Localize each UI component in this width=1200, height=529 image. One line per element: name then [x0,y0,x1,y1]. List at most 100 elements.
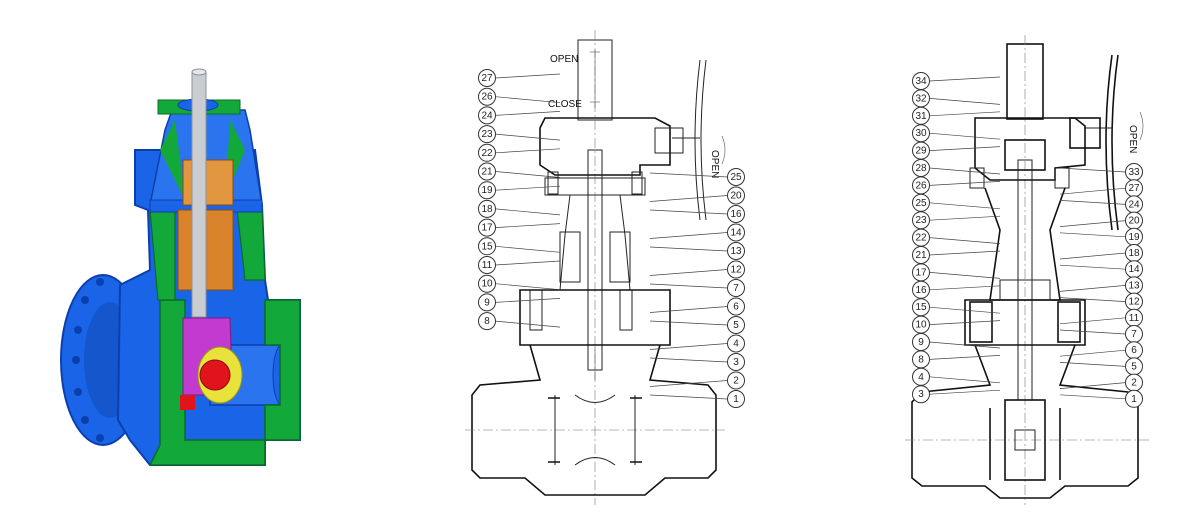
leader-line [929,285,1001,291]
callout-5: 5 [1059,357,1143,376]
open-rotated-label-a: OPEN [709,150,720,178]
callout-number: 26 [915,180,927,191]
callout-20: 20 [1059,211,1143,230]
callout-22: 22 [478,143,561,162]
callout-16: 16 [649,205,745,223]
callout-number: 3 [733,357,739,368]
callout-number: 26 [481,92,493,103]
callout-circle [478,69,496,87]
leader-line [649,195,728,202]
callout-circle [727,334,745,353]
callout-circle [727,223,745,242]
callout-9: 9 [478,293,561,312]
leader-line [929,341,1001,349]
leader-line [495,223,561,228]
callout-number: 1 [733,394,739,405]
leader-line [495,260,561,266]
callout-circle [478,143,496,162]
callout-number: 7 [1131,329,1137,340]
leader-line [929,355,1001,360]
leader-line [929,320,1001,325]
leader-line [495,298,561,303]
callout-circle [727,390,745,408]
leader-line [1059,317,1126,325]
callout-14: 14 [649,223,745,242]
callout-number: 25 [730,172,742,183]
leader-line [929,146,1001,151]
callout-circle [478,162,496,181]
callout-number: 13 [1128,280,1140,291]
callout-number: 2 [733,376,739,387]
callout-number: 16 [915,285,927,296]
callout-number: 6 [733,302,739,313]
callout-number: 10 [481,279,493,290]
callout-32: 32 [912,89,1001,108]
leader-line [649,320,728,326]
cutaway-valve [60,68,301,466]
callout-circle [478,312,496,331]
callout-17: 17 [478,218,561,237]
leader-line [929,272,1001,279]
callout-number: 15 [915,302,927,313]
callout-number: 33 [1128,167,1140,178]
leader-line [1059,187,1126,195]
callout-19: 19 [478,181,561,200]
callout-number: 17 [915,267,927,278]
callout-circle [478,181,496,200]
leader-line [495,185,561,191]
callout-4: 4 [912,367,1001,386]
leader-line [649,343,728,350]
callout-number: 5 [1131,361,1137,372]
leader-line [929,250,1001,256]
leader-line [1059,362,1126,367]
callout-number: 17 [481,223,493,234]
callout-2: 2 [649,371,745,390]
callout-number: 19 [481,185,493,196]
callout-5: 5 [649,316,745,334]
callout-number: 18 [1128,248,1140,259]
callout-21: 21 [912,246,1001,264]
leader-line [1059,329,1126,335]
callout-25: 25 [912,193,1001,212]
body-a [471,344,717,496]
callout-circle [727,297,745,316]
callout-number: 24 [481,110,493,121]
callout-8: 8 [478,312,561,331]
callout-circle [1125,389,1143,408]
leader-line [929,237,1001,244]
callout-19: 19 [1059,227,1143,246]
open-rotated-label-b: OPEN [1127,125,1138,153]
callout-number: 10 [915,320,927,331]
callout-26: 26 [912,176,1001,195]
callout-12: 12 [649,260,745,279]
callout-number: 6 [1131,345,1137,356]
callout-circle [727,186,745,205]
callout-1: 1 [1059,389,1143,408]
leader-line [649,246,728,252]
leader-line [1059,232,1126,238]
leader-line [929,306,1001,314]
callout-26: 26 [478,87,561,106]
callout-25: 25 [649,168,745,186]
callout-number: 31 [915,111,927,122]
callout-17: 17 [912,263,1001,282]
callout-number: 9 [918,337,924,348]
callout-number: 14 [730,228,742,239]
leader-line [1059,252,1126,260]
handwheel-b [1105,54,1119,231]
leader-line [649,306,728,313]
callout-number: 30 [915,128,927,139]
callout-number: 1 [1131,394,1137,405]
callout-8: 8 [912,350,1001,369]
callout-31: 31 [912,106,1001,125]
close-label-a: CLOSE [548,99,582,110]
leader-line [649,283,728,289]
open-label-a: OPEN [550,54,578,65]
callout-23: 23 [478,125,561,144]
callout-7: 7 [649,279,745,297]
callout-24: 24 [478,106,561,125]
leader-line [495,245,561,253]
